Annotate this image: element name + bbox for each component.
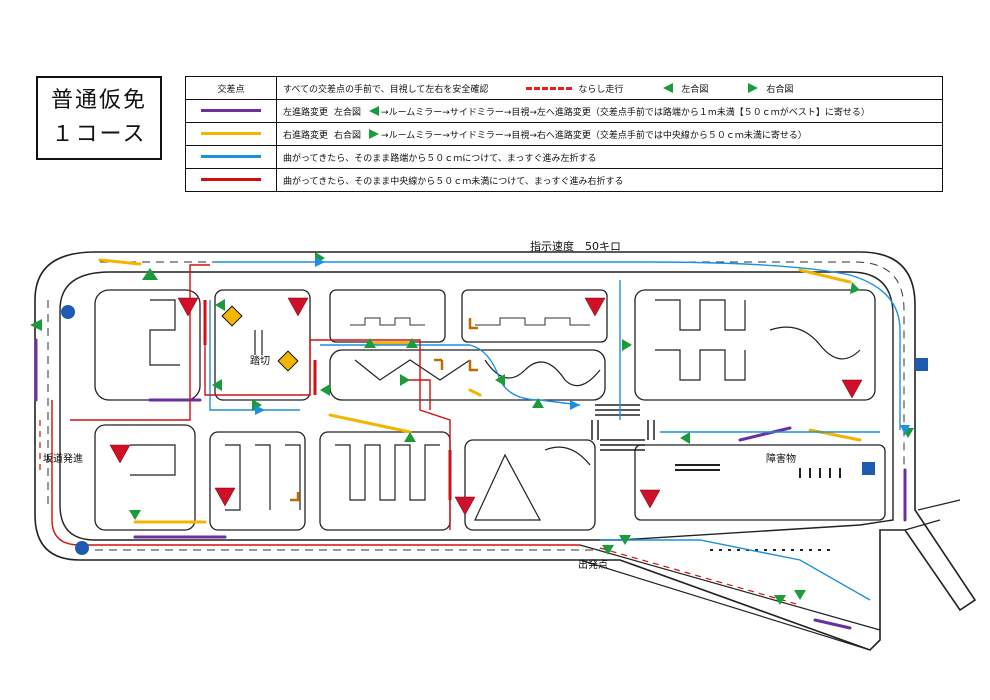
signal-icon-right	[622, 339, 632, 351]
crosswalk-marks	[591, 404, 720, 471]
no-entry-circle-icon	[75, 541, 89, 555]
corner-brackets	[290, 318, 478, 502]
yellow-line-swatch	[201, 132, 261, 135]
blue-round-signs	[61, 305, 928, 555]
railroad-crossing-label: 踏切	[250, 356, 270, 367]
stop-sign-icon	[214, 487, 236, 507]
stop-sign-icon	[109, 444, 131, 464]
purple-line-swatch	[201, 109, 261, 112]
obstacle-label: 障害物	[766, 454, 796, 465]
blue-line-swatch	[201, 155, 261, 158]
signal-icon-left	[680, 432, 690, 444]
stop-sign-icon	[454, 496, 476, 516]
railroad-warning-signs	[221, 305, 299, 372]
outer-center-line	[47, 261, 905, 551]
signal-icon-left	[215, 299, 225, 311]
signal-icon-left	[320, 384, 330, 396]
legend-left-change-signal: 左合図	[334, 107, 362, 118]
signal-icon-left	[129, 510, 141, 520]
railroad-warning-icon	[277, 350, 299, 372]
left-signal-icon	[369, 106, 380, 116]
dashed-line-swatch	[526, 86, 573, 90]
signal-icon-left	[619, 535, 631, 545]
signal-icon-left	[406, 338, 418, 348]
legend-key-intersection: 交差点	[185, 76, 277, 100]
legend-table: 交差点 すべての交差点の手前で、目視して左右を安全確認 ならし走行 左合図 右合…	[185, 76, 943, 192]
no-entry-circle-icon	[61, 305, 75, 319]
signal-icon-left	[30, 319, 42, 331]
signal-icon-left	[532, 398, 544, 408]
stop-sign-icon	[584, 297, 606, 317]
slope-start-label: 坂道発進	[43, 454, 83, 465]
direction-arrows	[255, 257, 910, 435]
blue-route-segments	[209, 261, 901, 601]
inner-blocks	[94, 289, 886, 531]
legend-right-change-signal: 右合図	[334, 130, 362, 141]
legend-left-change-name: 左進路変更	[283, 107, 329, 118]
stop-sign-icon	[841, 379, 863, 399]
stop-sign-icon	[177, 297, 199, 317]
legend-right-change-text: →ルームミラー→サイドミラー→目視→右へ進路変更（交差点手前では中央線から５０ｃ…	[381, 130, 807, 141]
purple-lane-change-segments	[34, 338, 907, 630]
railroad-warning-icon	[221, 305, 243, 327]
signal-icon-left	[212, 379, 222, 391]
signal-icon-right	[400, 374, 410, 386]
railroad-crossing	[254, 330, 263, 355]
signal-icon-left	[142, 268, 158, 280]
stop-signs	[109, 297, 863, 516]
legend-row-left-change: 左進路変更 左合図 →ルームミラー→サイドミラー→目視→左へ進路変更（交差点手前…	[185, 99, 943, 123]
right-signal-icon	[369, 129, 380, 139]
start-point-label: 出発点	[578, 560, 608, 571]
exit-road	[579, 499, 961, 651]
legend-row-right-change: 右進路変更 右合図 →ルームミラー→サイドミラー→目視→右へ進路変更（交差点手前…	[185, 122, 943, 146]
red-route-segments	[51, 264, 580, 546]
legend-right-signal-label: 右合図	[766, 84, 794, 95]
solid-red-bars	[203, 300, 452, 500]
signal-markers	[30, 252, 914, 605]
crosswalk-sign-icon	[915, 358, 928, 371]
legend-left-signal-label: 左合図	[681, 84, 709, 95]
stop-sign-icon	[639, 489, 661, 509]
legend-header-text: すべての交差点の手前で、目視して左右を安全確認	[283, 84, 489, 95]
course-title-box: 普通仮免 １コース	[36, 76, 162, 160]
legend-row-red-route: 曲がってきたら、そのまま中央線から５０ｃｍ未満につけて、まっすぐ進み右折する	[185, 168, 943, 192]
course-title-line1: 普通仮免	[50, 88, 147, 113]
signal-icon-left	[794, 590, 806, 600]
signal-icon-right	[602, 545, 614, 555]
legend-left-change-text: →ルームミラー→サイドミラー→目視→左へ進路変更（交差点手前では路端から１m未満…	[381, 107, 870, 118]
signal-icon-left	[774, 595, 786, 605]
speed-label: 指示速度 50キロ	[530, 240, 621, 253]
yellow-lane-change-segments	[98, 258, 862, 524]
signal-icon-left	[495, 374, 505, 386]
s-curves	[130, 299, 861, 521]
red-line-swatch	[201, 178, 261, 181]
right-signal-icon	[748, 83, 759, 93]
signal-icon-right	[850, 282, 860, 294]
course-title-line2: １コース	[51, 122, 147, 147]
legend-red-route-text: 曲がってきたら、そのまま中央線から５０ｃｍ未満につけて、まっすぐ進み右折する	[276, 168, 943, 192]
signal-icon-left	[404, 432, 416, 442]
inner-track-outline	[59, 271, 894, 541]
red-dashed-warmup	[39, 420, 801, 606]
signal-icon-right	[252, 399, 262, 411]
stop-sign-icon	[287, 297, 309, 317]
outer-track-outline	[34, 251, 977, 651]
building-outlines	[350, 317, 590, 326]
signal-icon-left	[364, 338, 376, 348]
left-signal-icon	[663, 83, 674, 93]
crosswalk-sign-icon	[862, 462, 875, 475]
obstacle-markers	[710, 468, 841, 551]
legend-dash-label: ならし走行	[578, 84, 624, 95]
legend-right-change-name: 右進路変更	[283, 130, 329, 141]
